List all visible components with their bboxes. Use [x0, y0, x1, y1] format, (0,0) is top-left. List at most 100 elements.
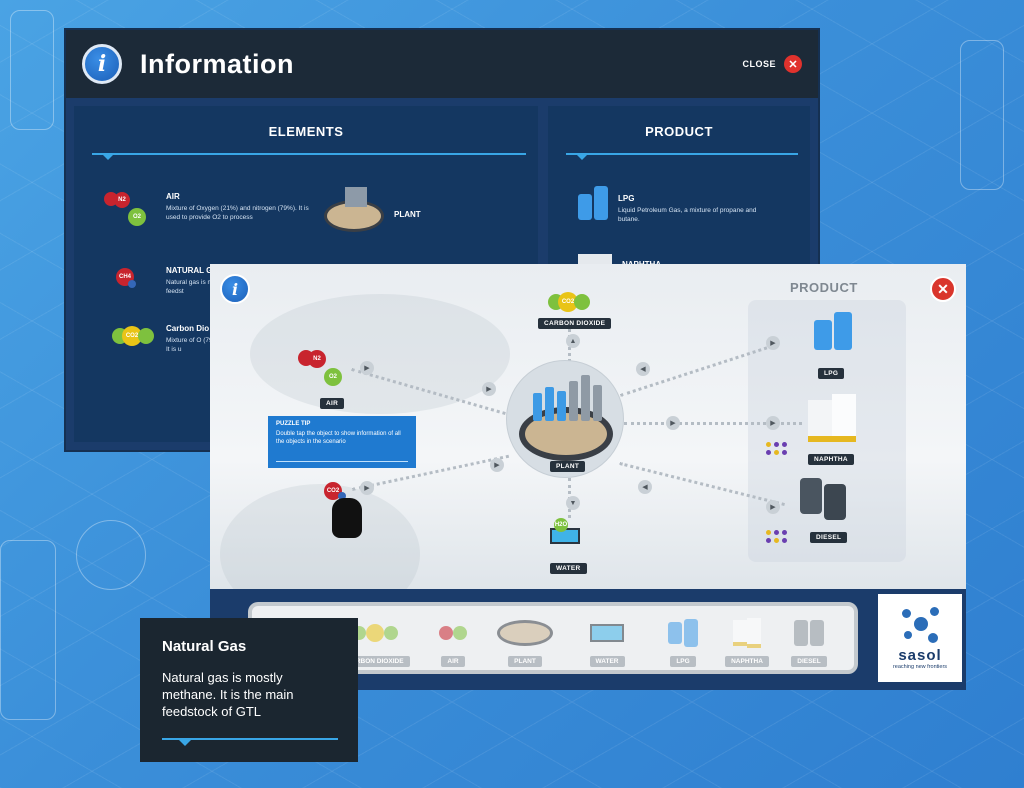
tray-item-air[interactable]: AIR	[418, 616, 488, 668]
scene-backdrop	[250, 294, 510, 414]
air-label: AIR	[320, 398, 345, 409]
o2-label: O2	[128, 208, 146, 226]
close-icon[interactable]: ✕	[930, 276, 956, 302]
element-plant[interactable]: PLANT	[324, 187, 421, 232]
node-air[interactable]: N2 O2	[298, 350, 350, 386]
flow-arrow-icon: ▶	[360, 481, 374, 495]
h-atom	[128, 280, 136, 288]
close-icon[interactable]: ✕	[784, 55, 802, 73]
tray-item-plant[interactable]: PLANT	[490, 616, 560, 668]
tray-label: LPG	[670, 656, 696, 667]
node-natural-gas[interactable]: CO2	[318, 480, 352, 508]
elements-title: ELEMENTS	[268, 124, 344, 139]
tray-label: WATER	[589, 656, 625, 667]
flow-arrow-icon: ▶	[766, 336, 780, 350]
node-diesel[interactable]	[800, 478, 848, 520]
element-description: Mixture of Oxygen (21%) and nitrogen (79…	[166, 205, 309, 221]
water-pool-icon	[572, 616, 642, 650]
air-molecule-icon: N2 O2	[298, 350, 350, 386]
naphtha-container-icon	[832, 394, 856, 442]
atom	[453, 626, 467, 640]
tray-item-water[interactable]: WATER	[572, 616, 642, 668]
element-name: Carbon Dio	[166, 324, 210, 333]
node-naphtha[interactable]	[808, 394, 858, 444]
sasol-logo-icon	[900, 606, 940, 643]
co2-molecule-icon: CO2	[112, 324, 156, 360]
natural-gas-text: Natural gas is mostly methane. It is the…	[162, 670, 294, 719]
element-name: PLANT	[394, 210, 421, 219]
carbon-dioxide-label: CARBON DIOXIDE	[538, 318, 612, 329]
flow-arrow-icon: ▶	[766, 416, 780, 430]
game-window: i ✕ PRODUCT ▶ ▶ ▶ ▶ ▶ ▶ ▶ ◀ ▶ ◀ ▲ ▼ CO2	[210, 264, 966, 690]
connector-plant-naphtha	[624, 422, 802, 425]
tray-item-diesel[interactable]: DIESEL	[774, 616, 844, 668]
puzzle-tip-text: Double tap the object to show informatio…	[276, 431, 401, 445]
natural-gas-title: Natural Gas	[162, 638, 247, 655]
element-natural-gas[interactable]: CH4 NATURAL G Natural gas is main feedst	[112, 266, 226, 302]
n2-label: N2	[114, 192, 130, 208]
flow-arrow-icon: ◀	[636, 362, 650, 376]
lpg-tank-icon	[578, 186, 608, 220]
dots-icon	[766, 530, 787, 543]
natural-gas-divider	[162, 738, 338, 746]
information-title: Information	[140, 48, 294, 79]
flow-arrow-icon: ▶	[666, 416, 680, 430]
puzzle-tip-divider	[276, 461, 408, 462]
flow-arrow-icon: ▶	[360, 361, 374, 375]
diesel-label: DIESEL	[810, 532, 848, 543]
element-air[interactable]: N2 O2 AIR Mixture of Oxygen (21%) and ni…	[104, 192, 316, 228]
product-title: PRODUCT	[645, 124, 713, 139]
co2-label: CO2	[324, 482, 342, 500]
element-description: Natural gas is main feedst	[166, 279, 222, 295]
tray-item-naphtha[interactable]: NAPHTHA	[712, 616, 782, 668]
atom	[366, 624, 384, 642]
node-plant[interactable]	[506, 360, 624, 478]
o-atom	[574, 294, 590, 310]
co2-label: CO2	[122, 326, 142, 346]
tray-item-lpg[interactable]: LPG	[648, 616, 718, 668]
element-carbon-dioxide[interactable]: CO2 Carbon Dio Mixture of O (79%). It is…	[112, 324, 226, 360]
diesel-barrel-icon	[800, 478, 822, 514]
information-header: i Information CLOSE ✕	[66, 30, 818, 98]
info-icon[interactable]: i	[220, 274, 250, 304]
product-description: Liquid Petroleum Gas, a mixture of propa…	[618, 207, 757, 223]
lpg-tank-icon	[648, 616, 718, 650]
background-sketch-right	[960, 40, 1004, 190]
plant-icon	[324, 187, 384, 232]
elements-divider	[92, 153, 526, 160]
flow-arrow-icon: ◀	[638, 480, 652, 494]
plant-icon	[490, 616, 560, 650]
flow-arrow-icon: ▲	[566, 334, 580, 348]
scene-backdrop	[220, 484, 420, 589]
lpg-label: LPG	[818, 368, 845, 379]
air-molecule-icon	[418, 616, 488, 650]
tap-hand-icon	[332, 498, 362, 538]
product-lpg[interactable]: LPG Liquid Petroleum Gas, a mixture of p…	[578, 186, 768, 224]
plant-icon	[533, 375, 602, 421]
naphtha-container-icon	[808, 400, 832, 442]
flow-arrow-icon: ▶	[766, 500, 780, 514]
flow-arrow-icon: ▶	[482, 382, 496, 396]
o2-label: O2	[324, 368, 342, 386]
sasol-brand-name: sasol	[898, 646, 942, 664]
dots-icon	[766, 442, 787, 455]
puzzle-tip: PUZZLE TIP Double tap the object to show…	[268, 416, 416, 468]
node-water[interactable]: H2O	[550, 518, 580, 544]
close-control[interactable]: CLOSE ✕	[742, 55, 802, 73]
node-lpg[interactable]	[814, 312, 852, 350]
h2o-label: H2O	[554, 518, 568, 532]
close-label[interactable]: CLOSE	[742, 59, 776, 69]
diesel-barrel-icon	[824, 484, 846, 520]
flow-arrow-icon: ▼	[566, 496, 580, 510]
co2-molecule-icon: CO2	[546, 290, 590, 314]
product-title: PRODUCT	[790, 280, 858, 295]
flow-arrow-icon: ▶	[490, 458, 504, 472]
element-description: Mixture of O (79%). It is u	[166, 337, 223, 353]
lpg-tank-icon	[814, 320, 832, 350]
co2-label: CO2	[558, 292, 578, 312]
o-atom	[138, 328, 154, 344]
diesel-barrel-icon	[774, 616, 844, 650]
co2-molecule-icon: CO2	[318, 480, 352, 508]
atom	[338, 492, 346, 500]
node-carbon-dioxide[interactable]: CO2	[546, 290, 590, 314]
